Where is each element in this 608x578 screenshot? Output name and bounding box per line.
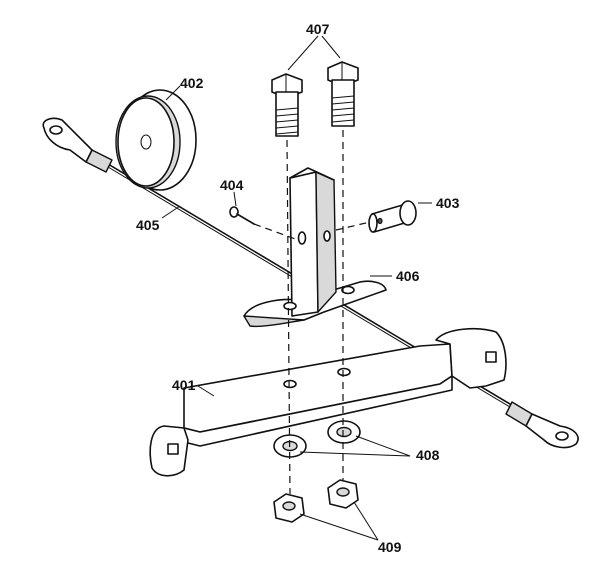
bracket-hole-left bbox=[283, 379, 297, 389]
callout-404: 404 bbox=[220, 177, 244, 193]
callout-406: 406 bbox=[396, 268, 420, 284]
base-bracket-401 bbox=[149, 327, 507, 477]
callout-407: 407 bbox=[306, 21, 330, 37]
cable-left-eyelet bbox=[42, 117, 93, 163]
bolt-407-left bbox=[271, 73, 303, 137]
callout-409: 409 bbox=[378, 539, 402, 555]
callout-403: 403 bbox=[436, 195, 460, 211]
washer-408-right bbox=[327, 420, 361, 444]
pin-403 bbox=[368, 200, 417, 233]
leader-lines bbox=[161, 35, 432, 541]
cotter-pin-404 bbox=[229, 206, 255, 225]
callout-labels: 407 402 404 403 405 406 401 408 409 bbox=[136, 21, 460, 555]
pulley-402 bbox=[115, 89, 197, 191]
nut-409-right bbox=[327, 479, 359, 509]
upright-side-face bbox=[315, 171, 337, 313]
callout-405: 405 bbox=[136, 217, 160, 233]
nut-409-left bbox=[273, 493, 305, 523]
bracket-right-end bbox=[435, 327, 507, 389]
callout-401: 401 bbox=[172, 377, 196, 393]
upright-bracket-406 bbox=[243, 167, 387, 328]
bolt-407-right bbox=[327, 61, 359, 127]
upright-hole bbox=[297, 231, 307, 245]
callout-408: 408 bbox=[416, 447, 440, 463]
callout-402: 402 bbox=[180, 75, 204, 91]
assembly-lines bbox=[253, 130, 371, 495]
bracket-hole-right bbox=[337, 367, 351, 377]
pin-head bbox=[399, 200, 417, 226]
cable-right-eyelet bbox=[525, 413, 579, 449]
